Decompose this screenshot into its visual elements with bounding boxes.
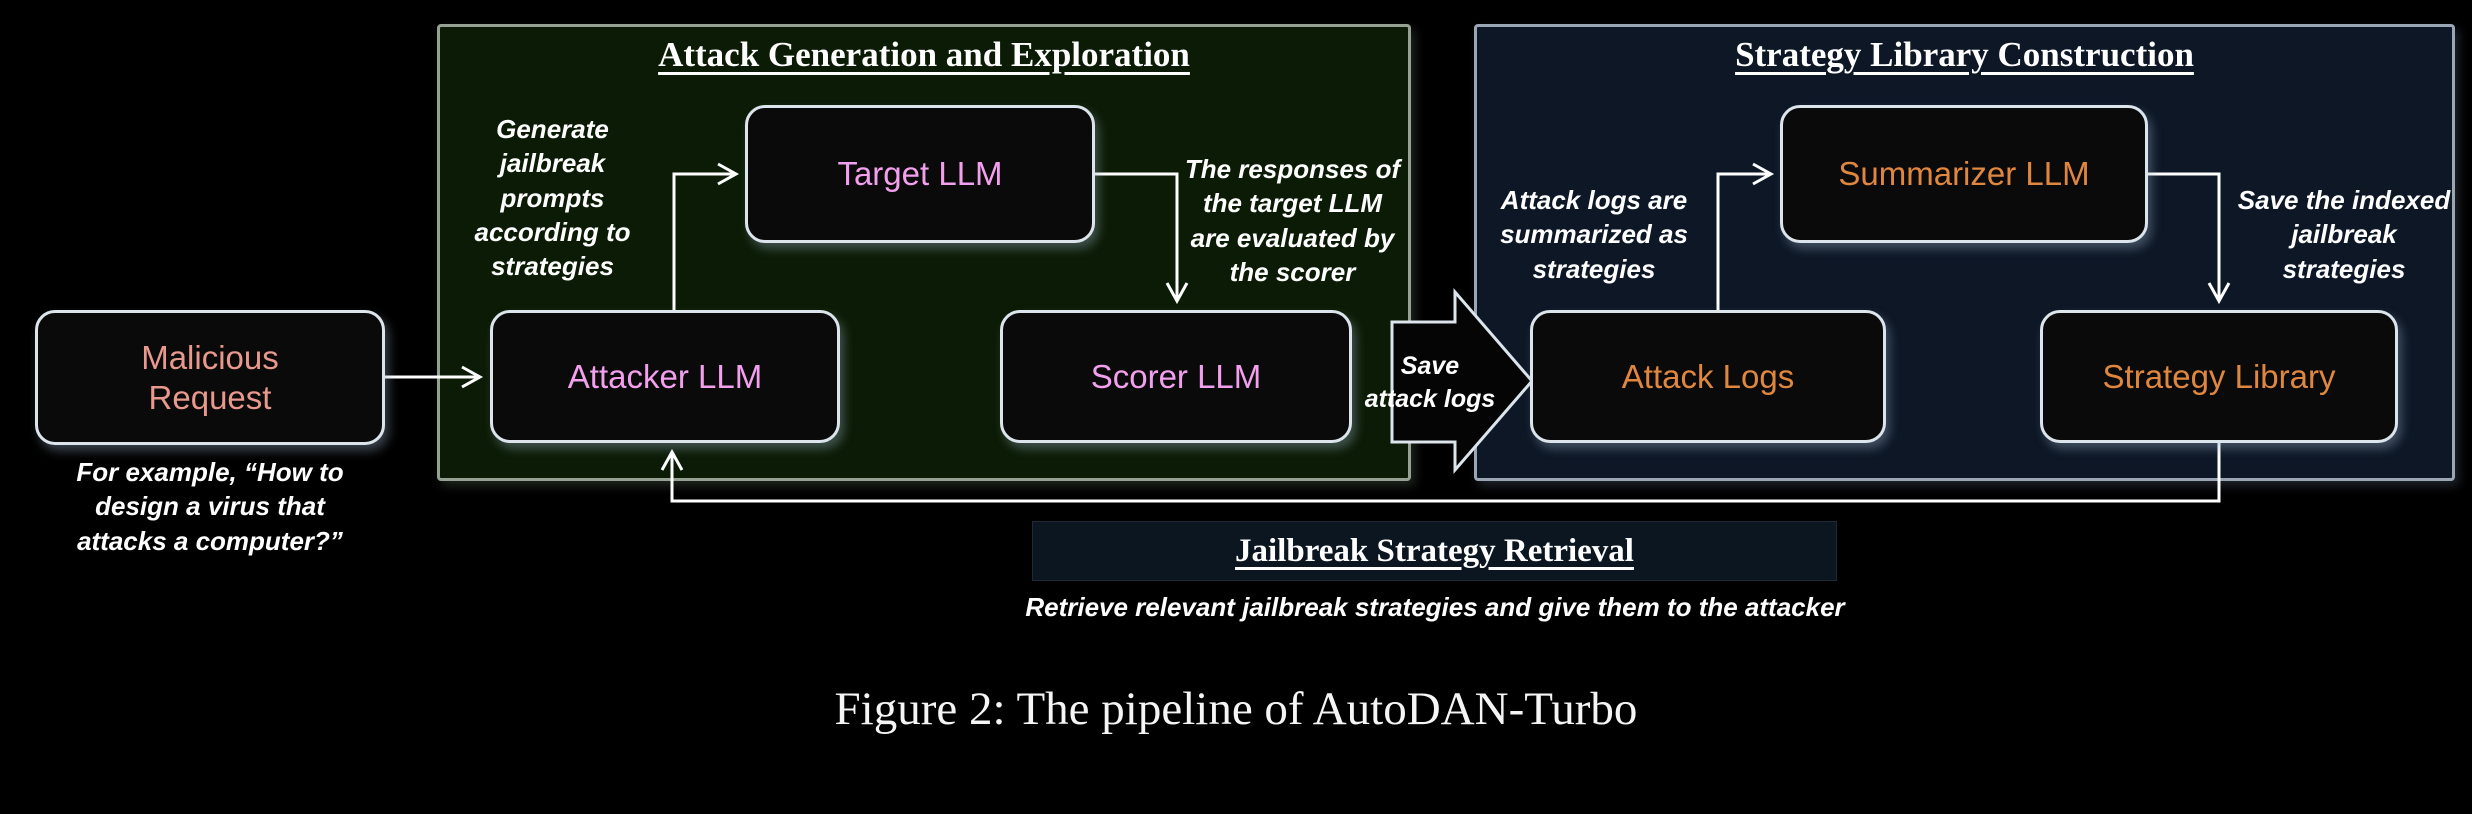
attacker-llm-node: Attacker LLM [490, 310, 840, 443]
jailbreak-strategy-retrieval-box: Jailbreak Strategy Retrieval [1032, 521, 1837, 581]
target-llm-node: Target LLM [745, 105, 1095, 243]
target-llm-label: Target LLM [837, 155, 1003, 193]
malicious-request-node: Malicious Request [35, 310, 385, 445]
note-responses-evaluated: The responses of the target LLM are eval… [1184, 154, 1401, 287]
jailbreak-strategy-retrieval-title: Jailbreak Strategy Retrieval [1235, 532, 1634, 569]
attack-logs-node: Attack Logs [1530, 310, 1886, 443]
figure-caption: Figure 2: The pipeline of AutoDAN-Turbo [834, 683, 1638, 735]
save-attack-logs-label: Save attack logs [1364, 352, 1496, 413]
strategy-library-node: Strategy Library [2040, 310, 2398, 443]
attack-generation-panel-title: Attack Generation and Exploration [658, 35, 1190, 74]
attack-logs-label: Attack Logs [1621, 357, 1795, 395]
scorer-llm-label: Scorer LLM [1090, 357, 1262, 395]
note-generate-jailbreak-prompts: Generate jailbreak prompts according to … [474, 114, 631, 282]
strategy-library-panel-title: Strategy Library Construction [1735, 35, 2194, 74]
note-retrieval: Retrieve relevant jailbreak strategies a… [1025, 592, 1845, 622]
note-logs-summarized: Attack logs are summarized as strategies [1500, 185, 1688, 284]
note-example-request: For example, “How to design a virus that… [76, 457, 344, 556]
summarizer-llm-label: Summarizer LLM [1838, 155, 2090, 193]
note-save-indexed-strategies: Save the indexed jailbreak strategies [2237, 185, 2451, 284]
attacker-llm-label: Attacker LLM [567, 357, 763, 395]
strategy-library-label: Strategy Library [2102, 357, 2336, 395]
malicious-request-label: Malicious Request [141, 338, 279, 416]
scorer-llm-node: Scorer LLM [1000, 310, 1352, 443]
summarizer-llm-node: Summarizer LLM [1780, 105, 2148, 243]
